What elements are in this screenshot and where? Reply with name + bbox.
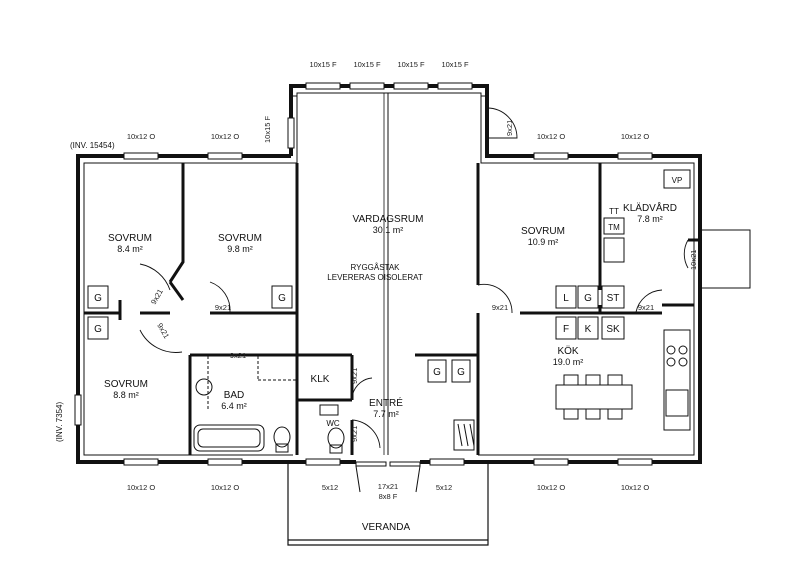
door-label: 9x21 bbox=[350, 368, 359, 384]
inventory-top-label: (INV. 15454) bbox=[70, 141, 115, 150]
cabinet-label: G bbox=[94, 293, 102, 304]
room-kok-area: 19.0 m² bbox=[553, 357, 584, 367]
room-entre-name: ENTRÉ bbox=[369, 396, 403, 409]
door-label: 9x21 bbox=[492, 303, 508, 312]
room-bad-area: 6.4 m² bbox=[221, 401, 247, 411]
window-label: 10x15 F bbox=[397, 60, 425, 69]
window-label: 10x12 O bbox=[537, 483, 566, 492]
cabinet-label: SK bbox=[606, 324, 620, 335]
room-sovrum-2-area: 9.8 m² bbox=[227, 244, 253, 254]
window-label: 10x15 F bbox=[441, 60, 469, 69]
veranda-outline bbox=[287, 462, 489, 546]
cabinet-label: G bbox=[457, 367, 465, 378]
window-label: 5x12 bbox=[436, 483, 452, 492]
door-label: 10x21 bbox=[689, 250, 698, 270]
door-label: 8x8 F bbox=[379, 492, 398, 501]
door-label: 9x21 bbox=[638, 303, 654, 312]
bathroom-fixtures bbox=[193, 356, 345, 454]
cabinet-label: G bbox=[94, 324, 102, 335]
window-label: 10x12 O bbox=[537, 132, 566, 141]
window-label: 10x12 O bbox=[127, 483, 156, 492]
door-label: 9x21 bbox=[350, 426, 359, 442]
door-label: 17x21 bbox=[378, 482, 398, 491]
room-sovrum-1-area: 8.4 m² bbox=[117, 244, 143, 254]
cabinet-label: F bbox=[563, 324, 569, 335]
side-door-box bbox=[688, 229, 751, 289]
cabinet-label: G bbox=[278, 293, 286, 304]
window-label: 10x15 F bbox=[353, 60, 381, 69]
room-kladvard-name: KLÄDVÅRD bbox=[623, 201, 677, 214]
door-label: 9x21 bbox=[505, 120, 514, 136]
room-kladvard-area: 7.8 m² bbox=[637, 214, 663, 224]
room-veranda-name: VERANDA bbox=[362, 522, 411, 533]
window-label: 10x12 O bbox=[127, 132, 156, 141]
cabinet-label: VP bbox=[672, 176, 683, 185]
room-sovrum-4-name: SOVRUM bbox=[521, 226, 565, 237]
window-label: 10x12 O bbox=[621, 132, 650, 141]
interior-walls bbox=[84, 163, 694, 455]
door-label: 9x21 bbox=[215, 303, 231, 312]
note-line-2: LEVERERAS OISOLERAT bbox=[327, 273, 423, 282]
window-label-vertical: 10x15 F bbox=[263, 115, 272, 143]
cabinet-label: L bbox=[563, 293, 569, 304]
inventory-side-label: (INV. 7354) bbox=[55, 401, 64, 442]
cabinet-label: TM bbox=[608, 223, 620, 232]
cabinet-label: K bbox=[585, 324, 592, 335]
room-sovrum-2-name: SOVRUM bbox=[218, 233, 262, 244]
room-sovrum-3-area: 8.8 m² bbox=[113, 390, 139, 400]
room-vardagsrum-name: VARDAGSRUM bbox=[353, 214, 424, 225]
window-label: 10x12 O bbox=[211, 132, 240, 141]
room-entre-area: 7.7 m² bbox=[373, 409, 399, 419]
room-sovrum-3-name: SOVRUM bbox=[104, 379, 148, 390]
door-swings bbox=[139, 107, 689, 449]
cabinet-label: G bbox=[584, 293, 592, 304]
cabinet-label: TT bbox=[609, 207, 619, 216]
cabinet-label: ST bbox=[607, 293, 620, 304]
room-sovrum-1-name: SOVRUM bbox=[108, 233, 152, 244]
note-line-1: RYGGÅSTAK bbox=[350, 263, 400, 272]
room-wc-name: WC bbox=[326, 419, 340, 428]
cabinets bbox=[87, 169, 691, 383]
entrance-doors bbox=[355, 461, 421, 493]
window-label: 10x12 O bbox=[211, 483, 240, 492]
kitchen-fixtures bbox=[453, 329, 691, 451]
room-kok-name: KÖK bbox=[557, 345, 578, 357]
room-vardagsrum-area: 30.1 m² bbox=[373, 225, 404, 235]
window-label: 5x12 bbox=[322, 483, 338, 492]
window-label: 10x15 F bbox=[309, 60, 337, 69]
window-label: 10x12 O bbox=[621, 483, 650, 492]
room-sovrum-4-area: 10.9 m² bbox=[528, 237, 559, 247]
room-bad-name: BAD bbox=[224, 390, 245, 401]
room-klk-name: KLK bbox=[311, 374, 330, 385]
door-label: 9x21 bbox=[230, 351, 246, 360]
window-marks bbox=[74, 82, 653, 466]
cabinet-label: G bbox=[433, 367, 441, 378]
